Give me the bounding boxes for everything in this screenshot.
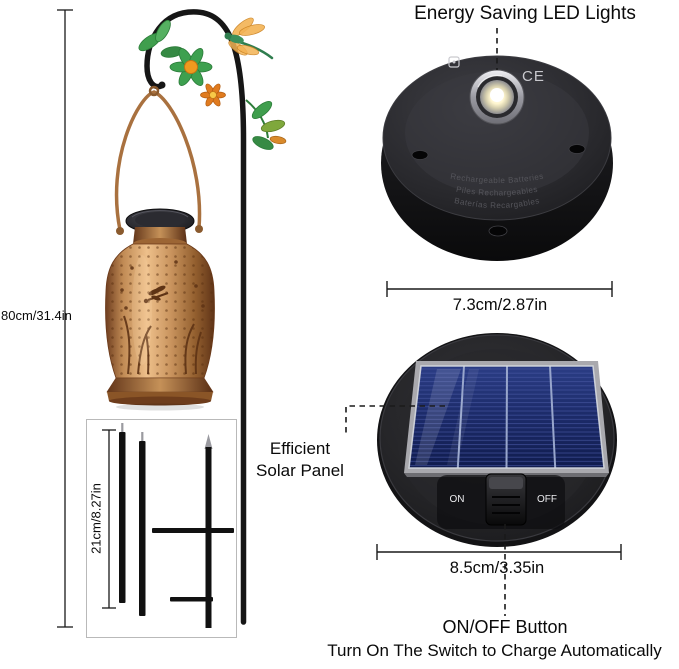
switch-callout-label: ON/OFF Button — [442, 617, 568, 637]
certification-marks: CE — [448, 56, 545, 85]
decorative-leaves-right — [245, 99, 287, 150]
engraving-line-1: Rechargeable Batteries — [450, 172, 544, 185]
dragonfly-ornament — [224, 17, 274, 60]
dimension-hook-height-line — [57, 9, 73, 628]
solar-disc-photo: ON OFF — [377, 333, 617, 547]
dimension-solar-disc-line — [376, 544, 622, 560]
lantern-grass-cutouts — [123, 315, 202, 375]
panel-dividers — [456, 365, 557, 469]
ground-stake — [152, 434, 234, 628]
led-disc-photo: CE Rechargeable Batteries Piles Recharge… — [381, 55, 613, 261]
lantern-perforation-dots — [120, 260, 205, 310]
led-callout-label: Energy Saving LED Lights — [414, 3, 636, 24]
engraving-line-2: Piles Rechargeables — [455, 185, 538, 198]
solar-disc-diameter-label: 8.5cm/3.35in — [449, 559, 545, 577]
led-disc-diameter-label: 7.3cm/2.87in — [452, 296, 548, 314]
instruction-label: Turn On The Switch to Charge Automatical… — [327, 641, 662, 660]
power-switch: ON OFF — [437, 473, 565, 529]
callout-lines — [345, 28, 506, 616]
pole-segments — [119, 423, 146, 616]
solar-panel-callout-line2: Solar Panel — [256, 461, 344, 480]
lantern-hook-illustration — [86, 9, 287, 638]
dimension-led-disc-line — [386, 281, 613, 297]
lantern — [105, 85, 215, 411]
on-label: ON — [450, 494, 465, 505]
panel-callout-line — [345, 405, 445, 434]
marking-box-icon — [448, 56, 460, 68]
lantern-dragonfly-cutout — [143, 285, 169, 304]
shepherd-hook — [144, 9, 247, 625]
decorative-leaves-left — [138, 19, 184, 58]
svg-text:Rechargeable Batteries: Rechargeable Batteries — [450, 172, 545, 185]
ce-mark: CE — [522, 68, 545, 85]
solar-panel-callout-line1: Efficient — [269, 439, 331, 458]
pole-segment-label: 21cm/8.27in — [88, 483, 104, 554]
decorative-flower-large — [169, 48, 213, 86]
hook-height-label: 80cm/31.4in — [1, 308, 72, 323]
off-label: OFF — [537, 494, 557, 505]
dimension-segment-line — [102, 429, 116, 609]
screw-feet — [411, 144, 586, 237]
lantern-handle — [114, 90, 202, 232]
decorative-flower-small — [200, 83, 226, 107]
solar-panel — [404, 361, 609, 477]
hanging-loop — [148, 85, 160, 97]
svg-text:Piles Rechargeables: Piles Rechargeables — [455, 185, 538, 198]
pole-kit-box — [86, 419, 237, 638]
led-light — [469, 69, 525, 125]
solar-panel-callout-label: Efficient Solar Panel — [238, 438, 362, 482]
